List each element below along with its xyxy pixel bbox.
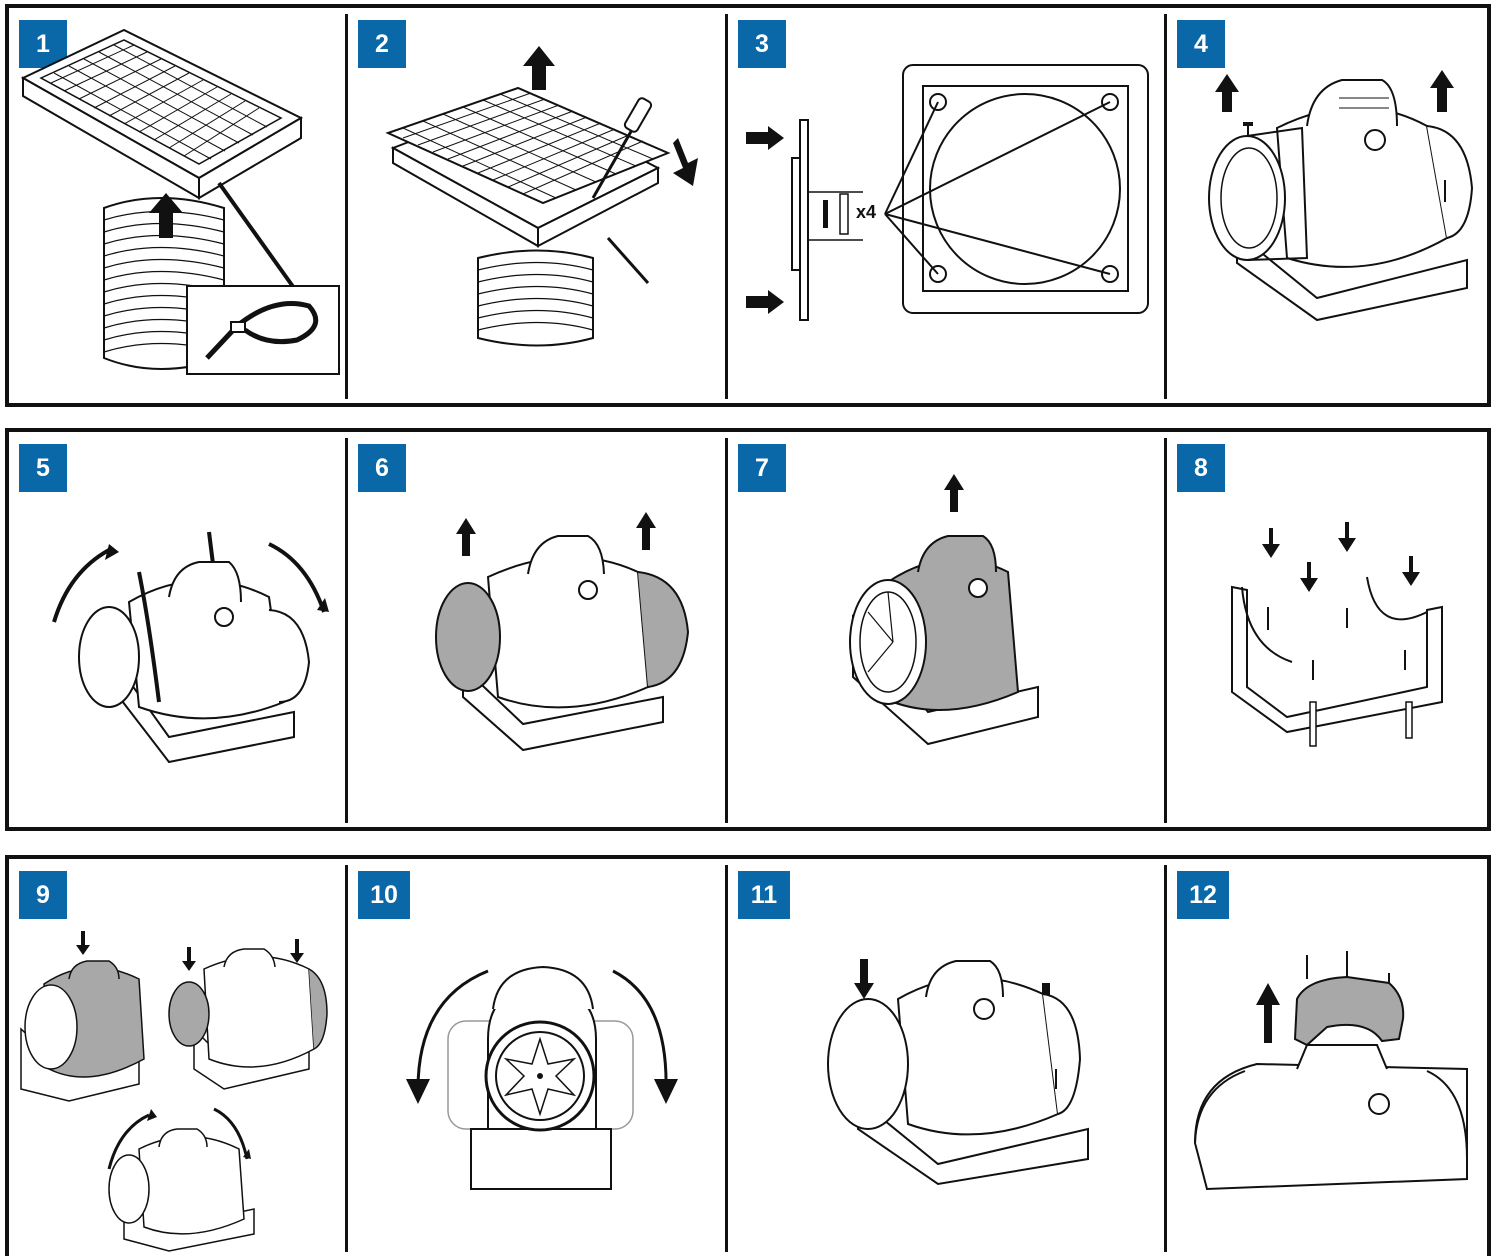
panel-divider bbox=[1164, 438, 1167, 823]
steps-row-1: 1 bbox=[5, 4, 1491, 407]
step-number-badge: 9 bbox=[19, 871, 67, 919]
step-7-panel: 7 bbox=[728, 432, 1164, 827]
screw-count-label: x4 bbox=[856, 202, 876, 222]
step-number-badge: 3 bbox=[738, 20, 786, 68]
step-2-panel: 2 bbox=[348, 8, 725, 403]
bracket-fix-icon bbox=[1231, 522, 1443, 747]
step-3-panel: 3 x4 bbox=[728, 8, 1164, 403]
step-number-badge: 8 bbox=[1177, 444, 1225, 492]
step-number-badge: 5 bbox=[19, 444, 67, 492]
step-12-panel: 12 bbox=[1167, 859, 1487, 1256]
fan-screws-remove-icon bbox=[1208, 70, 1474, 322]
step-10-panel: 10 bbox=[348, 859, 725, 1256]
panel-divider bbox=[345, 14, 348, 399]
grille-duct-tie-icon bbox=[20, 28, 340, 375]
steps-row-3: 9 10 bbox=[5, 855, 1491, 1256]
fan-screws-refit-icon bbox=[827, 959, 1089, 1186]
step-number-badge: 6 bbox=[358, 444, 406, 492]
panel-divider bbox=[1164, 865, 1167, 1252]
panel-divider bbox=[1164, 14, 1167, 399]
step-6-panel: 6 bbox=[348, 432, 725, 827]
step-1-panel: 1 bbox=[9, 8, 345, 403]
wall-plate-screws-icon: x4 bbox=[746, 64, 1149, 321]
panel-divider bbox=[345, 865, 348, 1252]
panel-divider bbox=[345, 438, 348, 823]
step-8-panel: 8 bbox=[1167, 432, 1487, 827]
step-number-badge: 11 bbox=[738, 871, 790, 919]
fan-lift-icon bbox=[435, 512, 690, 752]
step-number-badge: 12 bbox=[1177, 871, 1229, 919]
step-number-badge: 7 bbox=[738, 444, 786, 492]
step-number-badge: 2 bbox=[358, 20, 406, 68]
step-number-badge: 4 bbox=[1177, 20, 1225, 68]
fan-lift-single-icon bbox=[849, 474, 1039, 746]
steps-row-2: 5 6 7 bbox=[5, 428, 1491, 831]
fan-clamps-rotate-icon bbox=[52, 531, 329, 764]
panel-divider bbox=[725, 865, 728, 1252]
panel-divider bbox=[725, 14, 728, 399]
step-4-panel: 4 bbox=[1167, 8, 1487, 403]
panel-divider bbox=[725, 438, 728, 823]
step-11-panel: 11 bbox=[728, 859, 1164, 1256]
step-number-badge: 10 bbox=[358, 871, 410, 919]
grille-removal-icon bbox=[385, 46, 698, 347]
step-5-panel: 5 bbox=[9, 432, 345, 827]
terminal-cover-icon bbox=[1193, 951, 1468, 1191]
fan-rotate-icon bbox=[406, 965, 678, 1190]
step-9-panel: 9 bbox=[9, 859, 345, 1256]
fan-reassemble-icon bbox=[20, 931, 328, 1252]
